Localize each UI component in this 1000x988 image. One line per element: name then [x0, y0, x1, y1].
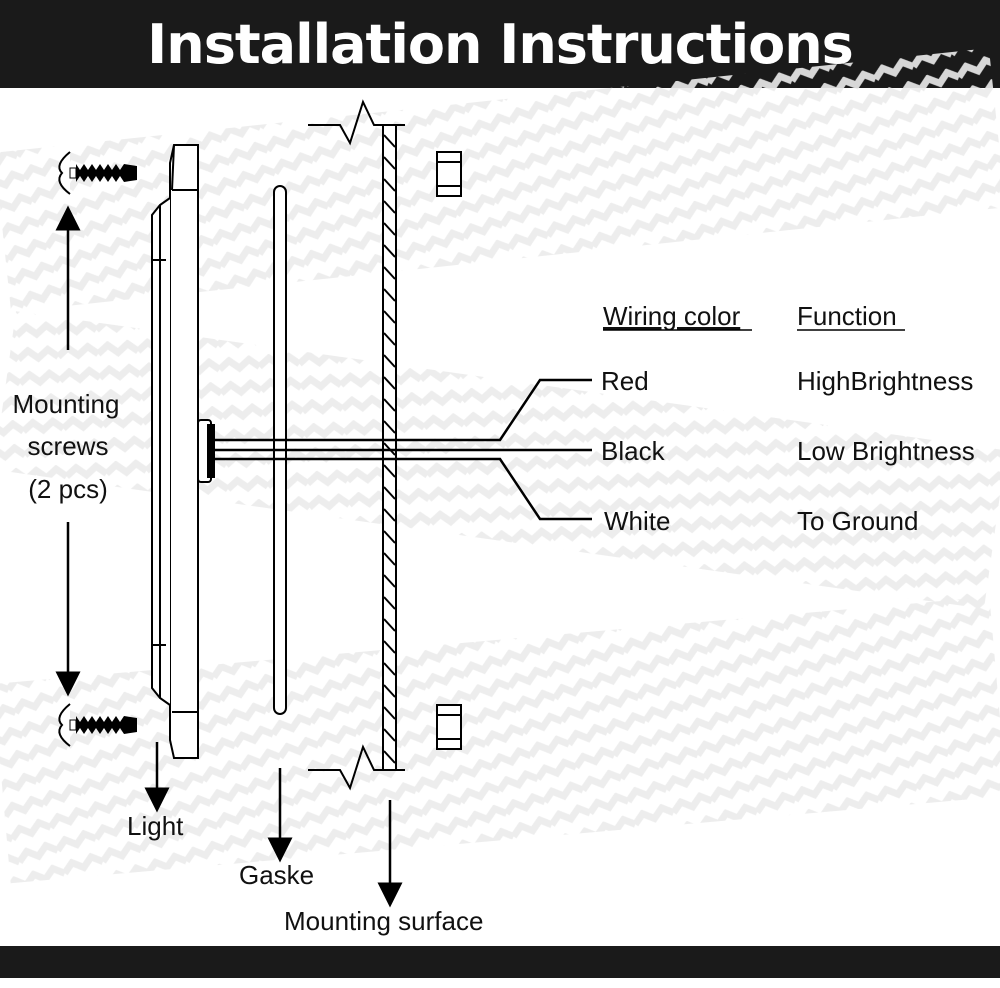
light-label: Light — [127, 811, 184, 841]
wire-white — [214, 457, 592, 521]
function-header: Function — [797, 301, 897, 331]
surface-label: Mounting surface — [284, 906, 483, 936]
wire-color-black: Black — [601, 436, 666, 466]
screw-icon-bottom — [58, 703, 137, 747]
nut-icon-top — [436, 151, 462, 197]
light-fixture — [151, 144, 215, 759]
wire-color-red: Red — [601, 366, 649, 396]
footer-bar — [0, 946, 1000, 978]
screws-label-2: screws — [28, 431, 109, 461]
screw-icon-top — [58, 151, 137, 195]
gasket-label: Gaske — [239, 860, 314, 890]
wiring-color-header: Wiring color — [603, 301, 741, 331]
wire-color-white: White — [604, 506, 670, 536]
function-black: Low Brightness — [797, 436, 975, 466]
function-white: To Ground — [797, 506, 918, 536]
title-bar: Installation Instructions — [0, 0, 1000, 88]
wire-red — [214, 378, 592, 442]
tire-tread-background — [0, 48, 1000, 884]
function-red: HighBrightness — [797, 366, 973, 396]
screws-label-1: Mounting — [13, 389, 120, 419]
nut-icon-bottom — [436, 704, 462, 750]
wires — [214, 378, 592, 521]
page-title: Installation Instructions — [147, 12, 854, 76]
screws-label-3: (2 pcs) — [28, 474, 107, 504]
